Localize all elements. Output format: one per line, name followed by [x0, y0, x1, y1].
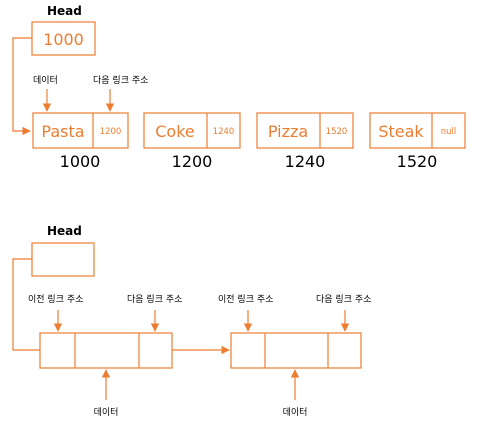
- bottom-prev-annotation: 이전 링크 주소: [28, 293, 83, 305]
- top-node: Pizza 1520 1240: [256, 112, 354, 171]
- bottom-next-annotation: 다음 링크 주소: [127, 293, 182, 305]
- top-node-data: Steak: [378, 122, 424, 141]
- top-node-box: [369, 112, 466, 149]
- bottom-node: [39, 332, 173, 369]
- top-node: Pasta 1200 1000: [32, 112, 129, 171]
- bottom-next-annotation: 다음 링크 주소: [316, 293, 371, 305]
- top-node-address: 1240: [285, 152, 326, 171]
- bottom-head-box: [31, 242, 95, 277]
- top-node: Coke 1240 1200: [143, 112, 241, 171]
- top-node-data: Pizza: [268, 122, 308, 141]
- top-node-link: 1240: [213, 127, 235, 137]
- bottom-node-box: [39, 332, 173, 369]
- top-node-data: Pasta: [41, 122, 84, 141]
- top-node-address: 1000: [60, 152, 101, 171]
- bottom-node-box: [230, 332, 362, 369]
- top-node-box: [143, 112, 241, 149]
- top-node-address: 1520: [397, 152, 438, 171]
- bottom-data-annotation: 데이터: [283, 407, 308, 418]
- top-head-value: 1000: [43, 30, 84, 49]
- bottom-node: [230, 332, 362, 369]
- top-node-link: 1520: [326, 127, 348, 137]
- top-head-pointer: [12, 37, 32, 136]
- top-node-link: 1200: [100, 127, 122, 137]
- bottom-head-pointer: [12, 258, 40, 351]
- bottom-data-annotation: 데이터: [94, 407, 119, 418]
- top-node: Steak null 1520: [369, 112, 466, 171]
- bottom-prev-annotation: 이전 링크 주소: [218, 293, 273, 305]
- top-data-annotation: 데이터: [33, 75, 58, 86]
- top-head-label: Head: [47, 4, 82, 18]
- top-next-annotation: 다음 링크 주소: [93, 74, 148, 86]
- top-node-data: Coke: [155, 122, 195, 141]
- top-node-address: 1200: [172, 152, 213, 171]
- top-node-link: null: [441, 127, 457, 137]
- top-node-box: [32, 112, 129, 149]
- bottom-head-label: Head: [47, 224, 82, 238]
- top-node-box: [256, 112, 354, 149]
